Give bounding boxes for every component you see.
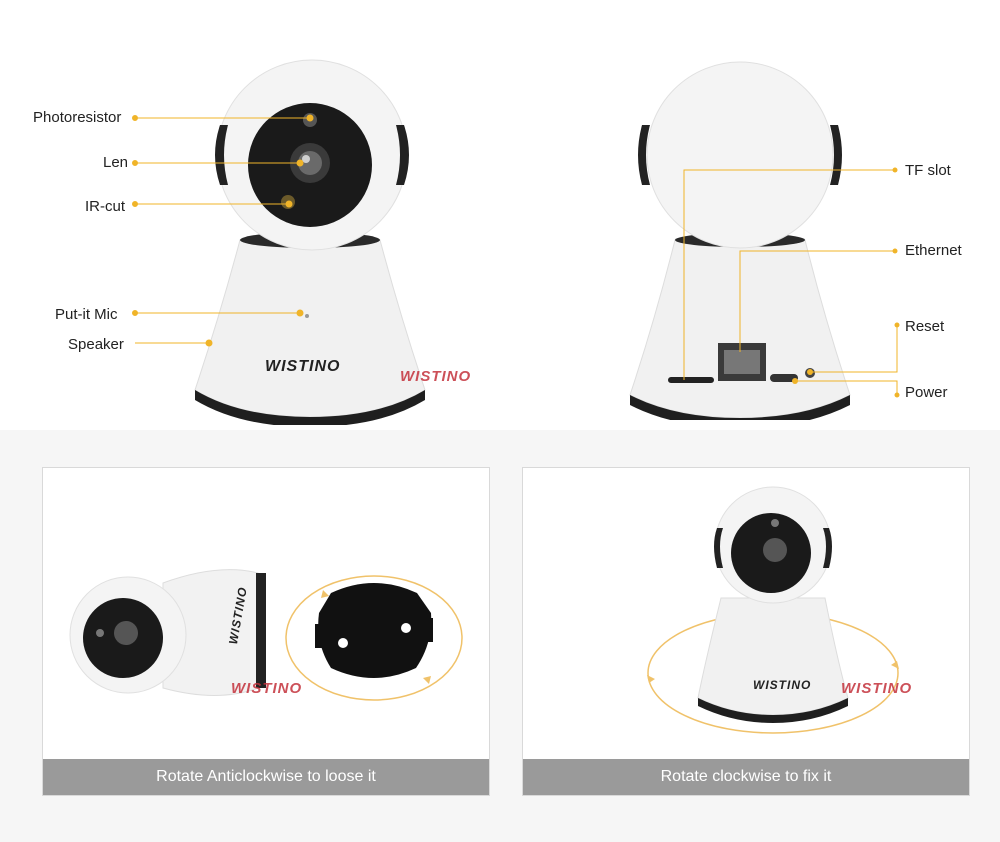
caption-right: Rotate clockwise to fix it xyxy=(523,759,969,795)
label-power: Power xyxy=(905,384,948,401)
rotate-anticlockwise-graphic xyxy=(285,575,463,701)
label-put-it-mic: Put-it Mic xyxy=(55,306,118,323)
caption-left: Rotate Anticlockwise to loose it xyxy=(43,759,489,795)
tilted-camera-illustration xyxy=(69,569,266,696)
front-camera-illustration xyxy=(194,59,426,425)
panel-rotate-anticlockwise: WISTINO WISTINO Rotate Anticlockwise to … xyxy=(42,467,490,796)
front-camera-logo: WISTINO xyxy=(265,358,341,375)
rotate-clockwise-graphic xyxy=(647,486,899,734)
front-callout-lines xyxy=(132,114,314,347)
watermark-logo-top: WISTINO xyxy=(400,368,472,385)
watermark-logo-right: WISTINO xyxy=(841,680,913,697)
label-photoresistor: Photoresistor xyxy=(33,109,122,126)
watermark-logo-left: WISTINO xyxy=(231,680,303,697)
label-ir-cut: IR-cut xyxy=(85,198,126,215)
label-reset: Reset xyxy=(905,318,945,335)
label-ethernet: Ethernet xyxy=(905,242,962,259)
panel-right-camera-logo: WISTINO xyxy=(753,678,812,692)
label-speaker: Speaker xyxy=(68,336,124,353)
back-callout-lines xyxy=(683,167,900,398)
label-len: Len xyxy=(103,154,129,171)
label-tf-slot: TF slot xyxy=(905,162,951,179)
panel-rotate-clockwise: WISTINO WISTINO Rotate clockwise to fix … xyxy=(522,467,970,796)
